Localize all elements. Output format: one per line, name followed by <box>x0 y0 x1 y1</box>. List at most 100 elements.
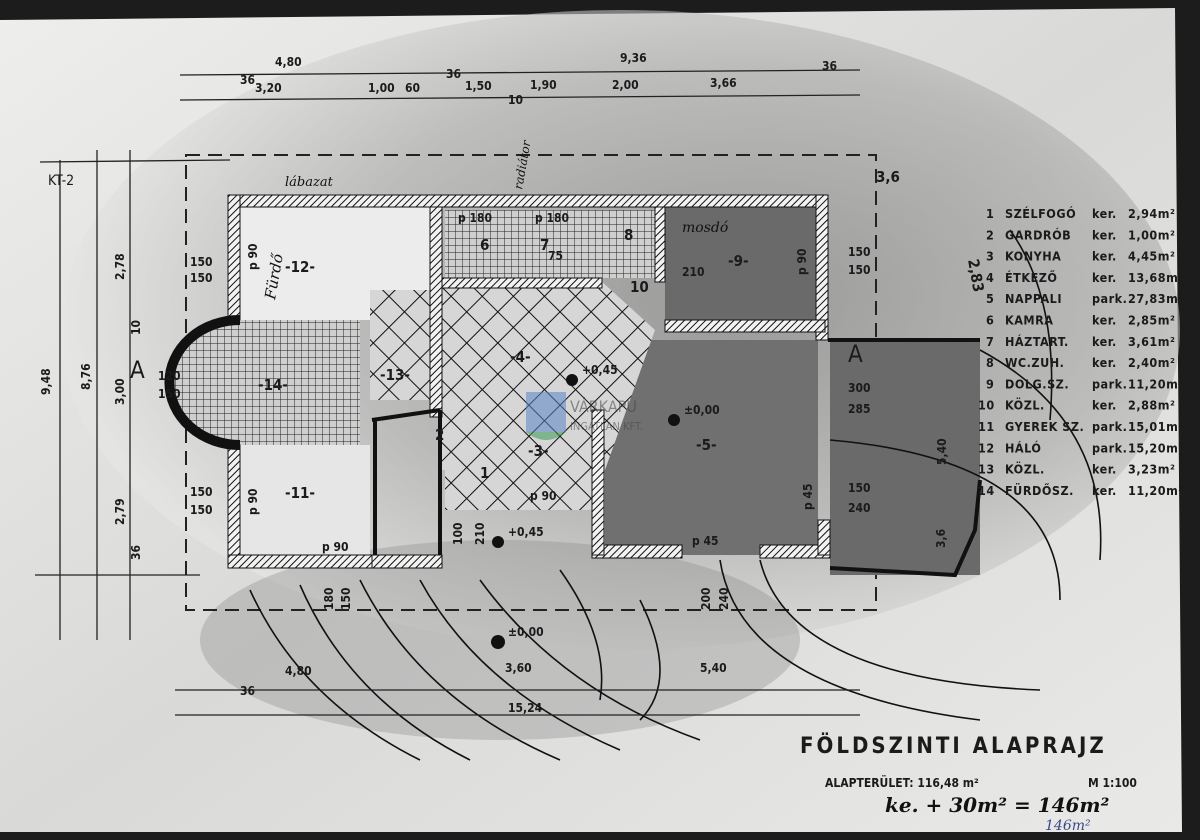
room-label-13: -13- <box>380 366 410 384</box>
schedule-room-name: GARDRÓB <box>1005 227 1071 242</box>
schedule-floor: park. <box>1092 376 1127 391</box>
svg-text:150: 150 <box>848 245 871 259</box>
dim-bottom-480: 4,80 <box>285 664 312 678</box>
scale-label: M 1:100 <box>1088 776 1137 790</box>
svg-text:3,6: 3,6 <box>934 529 948 548</box>
svg-text:210: 210 <box>682 265 705 279</box>
dim-top-36: 36 <box>240 73 255 87</box>
svg-text:150: 150 <box>848 481 871 495</box>
room-label-6: 6 <box>480 236 489 254</box>
schedule-room-name: SZÉLFOGÓ <box>1005 206 1076 221</box>
schedule-area: 2,85m² <box>1128 313 1175 328</box>
schedule-room-name: KAMRA <box>1005 313 1053 328</box>
schedule-room-name: GYEREK SZ. <box>1005 419 1084 434</box>
dim-top-320: 3,20 <box>255 81 282 95</box>
schedule-room-name: HÁZTART. <box>1005 334 1069 349</box>
svg-text:150: 150 <box>190 271 213 285</box>
level-045: +0,45 <box>582 363 618 377</box>
room-label-5: -5- <box>696 436 717 454</box>
schedule-no: 14 <box>978 483 995 498</box>
schedule-room-name: KONYHA <box>1005 249 1061 264</box>
schedule-floor: ker. <box>1092 334 1117 349</box>
schedule-area: 3,61m² <box>1128 334 1175 349</box>
section-a-left: A <box>130 356 145 384</box>
svg-text:150: 150 <box>190 255 213 269</box>
svg-text:150: 150 <box>848 263 871 277</box>
schedule-no: 11 <box>978 419 995 434</box>
dim-left-279: 2,79 <box>113 498 127 525</box>
drawing-title: FÖLDSZINTI ALAPRAJZ <box>800 733 1107 759</box>
room-label-10: 10 <box>630 278 649 296</box>
walls <box>164 194 982 578</box>
room-label-12: -12- <box>285 258 315 276</box>
dim-top-10: 10 <box>508 93 523 107</box>
svg-text:p 90: p 90 <box>795 248 809 275</box>
handwritten-correction: 146m² <box>1045 818 1091 834</box>
dim-top-936: 9,36 <box>620 51 647 65</box>
room-label-14: -14- <box>258 376 288 394</box>
schedule-area: 4,45m² <box>1128 249 1175 264</box>
schedule-room-name: KÖZL. <box>1005 398 1045 413</box>
schedule-area: 2,40m² <box>1128 355 1175 370</box>
schedule-floor: ker. <box>1092 227 1117 242</box>
terrace <box>830 340 980 575</box>
svg-text:p 90: p 90 <box>246 488 260 515</box>
schedule-floor: ker. <box>1092 249 1117 264</box>
level-000-outside: ±0,00 <box>508 625 544 639</box>
svg-text:p 180: p 180 <box>535 211 569 225</box>
svg-text:240: 240 <box>848 501 871 515</box>
schedule-floor: ker. <box>1092 313 1117 328</box>
dim-top-190: 1,90 <box>530 78 557 92</box>
room-label-7: 7 <box>540 236 549 254</box>
schedule-room-name: DOLG.SZ. <box>1005 376 1069 391</box>
schedule-no: 2 <box>986 227 994 242</box>
garden-arcs <box>249 229 1102 761</box>
schedule-floor: ker. <box>1092 206 1117 221</box>
room-label-8: 8 <box>624 226 633 244</box>
svg-text:240: 240 <box>717 587 731 610</box>
schedule-area: 11,20m² <box>1128 376 1184 391</box>
bathroom-floor <box>169 320 360 445</box>
schedule-no: 3 <box>986 249 994 264</box>
svg-text:p 180: p 180 <box>458 211 492 225</box>
svg-text:120: 120 <box>158 369 181 383</box>
level-045-entry: +0,45 <box>508 525 544 539</box>
svg-text:3,6: 3,6 <box>876 168 900 186</box>
schedule-area: 3,23m² <box>1128 462 1175 477</box>
dim-bottom-540: 5,40 <box>700 661 727 675</box>
dim-left-10: 10 <box>129 320 143 335</box>
schedule-no: 6 <box>986 313 994 328</box>
schedule-no: 10 <box>978 398 995 413</box>
schedule-no: 4 <box>986 270 994 285</box>
dim-left-300: 3,00 <box>113 378 127 405</box>
schedule-no: 9 <box>986 376 994 391</box>
svg-text:300: 300 <box>848 381 871 395</box>
schedule-no: 1 <box>986 206 994 221</box>
schedule-area: 1,00m² <box>1128 227 1175 242</box>
dim-top-200: 2,00 <box>612 78 639 92</box>
room-label-3: -3- <box>528 442 549 460</box>
svg-text:p 45: p 45 <box>692 534 719 548</box>
level-000: ±0,00 <box>684 403 720 417</box>
schedule-area: 15,01m² <box>1128 419 1184 434</box>
svg-text:p 45: p 45 <box>801 483 815 510</box>
schedule-area: 11,20m² <box>1128 483 1184 498</box>
svg-text:150: 150 <box>190 485 213 499</box>
schedule-room-name: HÁLÓ <box>1005 440 1041 455</box>
svg-text:150: 150 <box>190 503 213 517</box>
schedule-room-name: FÜRDŐSZ. <box>1005 483 1074 498</box>
svg-text:5,40: 5,40 <box>935 438 949 465</box>
dim-bottom-total: 15,24 <box>508 701 543 715</box>
svg-text:150: 150 <box>339 587 353 610</box>
schedule-room-name: NAPPALI <box>1005 291 1062 306</box>
schedule-floor: park. <box>1092 419 1127 434</box>
dim-top-150: 1,50 <box>465 79 492 93</box>
dim-left-36: 36 <box>129 545 143 560</box>
schedule-area: 2,88m² <box>1128 398 1175 413</box>
schedule-no: 12 <box>978 440 995 455</box>
svg-text:200: 200 <box>699 587 713 610</box>
room-label-2: 2 <box>435 426 444 444</box>
